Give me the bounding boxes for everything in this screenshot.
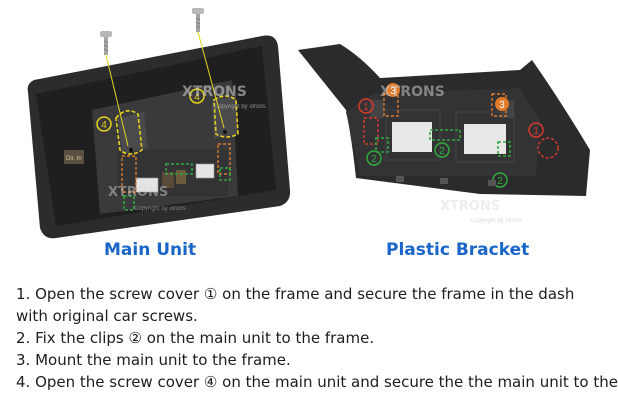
svg-text:3: 3 (499, 100, 505, 111)
caption-plastic-bracket: Plastic Bracket (386, 240, 530, 260)
screw-icon (192, 8, 204, 32)
step-3: 3. Mount the main unit to the frame. (16, 351, 291, 369)
svg-text:4: 4 (194, 92, 200, 103)
svg-text:1: 1 (533, 126, 539, 137)
marker-two-left: 2 (366, 150, 382, 166)
copyright-watermark: Copyright by xtrons (134, 206, 186, 212)
step-1: 1. Open the screw cover ① on the frame a… (16, 285, 575, 325)
installation-illustration: Dir. In 4 (27, 8, 590, 239)
marker-four-right: 4 (189, 88, 205, 104)
main-unit-image: Dir. In 4 (27, 8, 291, 239)
marker-three-left: 3 (386, 83, 400, 97)
marker-four-left: 4 (96, 116, 112, 132)
copyright-watermark: Copyright by xtrons (470, 218, 522, 224)
svg-text:2: 2 (371, 154, 377, 165)
unit-label-text: Dir. In (66, 156, 82, 162)
watermark: XTRONS (380, 84, 445, 100)
caption-main-unit: Main Unit (104, 240, 197, 260)
watermark: XTRONS (108, 185, 168, 200)
marker-one-right: 1 (528, 122, 544, 138)
copyright-watermark: Copyright by xtrons (214, 104, 266, 110)
svg-text:2: 2 (439, 146, 445, 157)
svg-text:3: 3 (390, 86, 396, 97)
step-4: 4. Open the screw cover ④ on the main un… (16, 373, 618, 391)
unit-label-sticker (64, 150, 84, 164)
connector-right (195, 163, 215, 179)
watermark: XTRONS (182, 84, 247, 100)
svg-text:1: 1 (363, 102, 369, 113)
marker-one-left: 1 (358, 98, 374, 114)
watermark: XTRONS (440, 199, 500, 214)
marker-three-right: 3 (495, 97, 509, 111)
installation-steps: 1. Open the screw cover ① on the frame a… (16, 283, 618, 393)
plastic-bracket-image: 3 3 1 1 2 2 2 (298, 44, 590, 224)
svg-text:2: 2 (497, 176, 503, 187)
marker-two-center: 2 (434, 142, 450, 158)
svg-text:4: 4 (101, 120, 107, 131)
step-2: 2. Fix the clips ② on the main unit to t… (16, 329, 375, 347)
screw-icon (100, 31, 112, 55)
